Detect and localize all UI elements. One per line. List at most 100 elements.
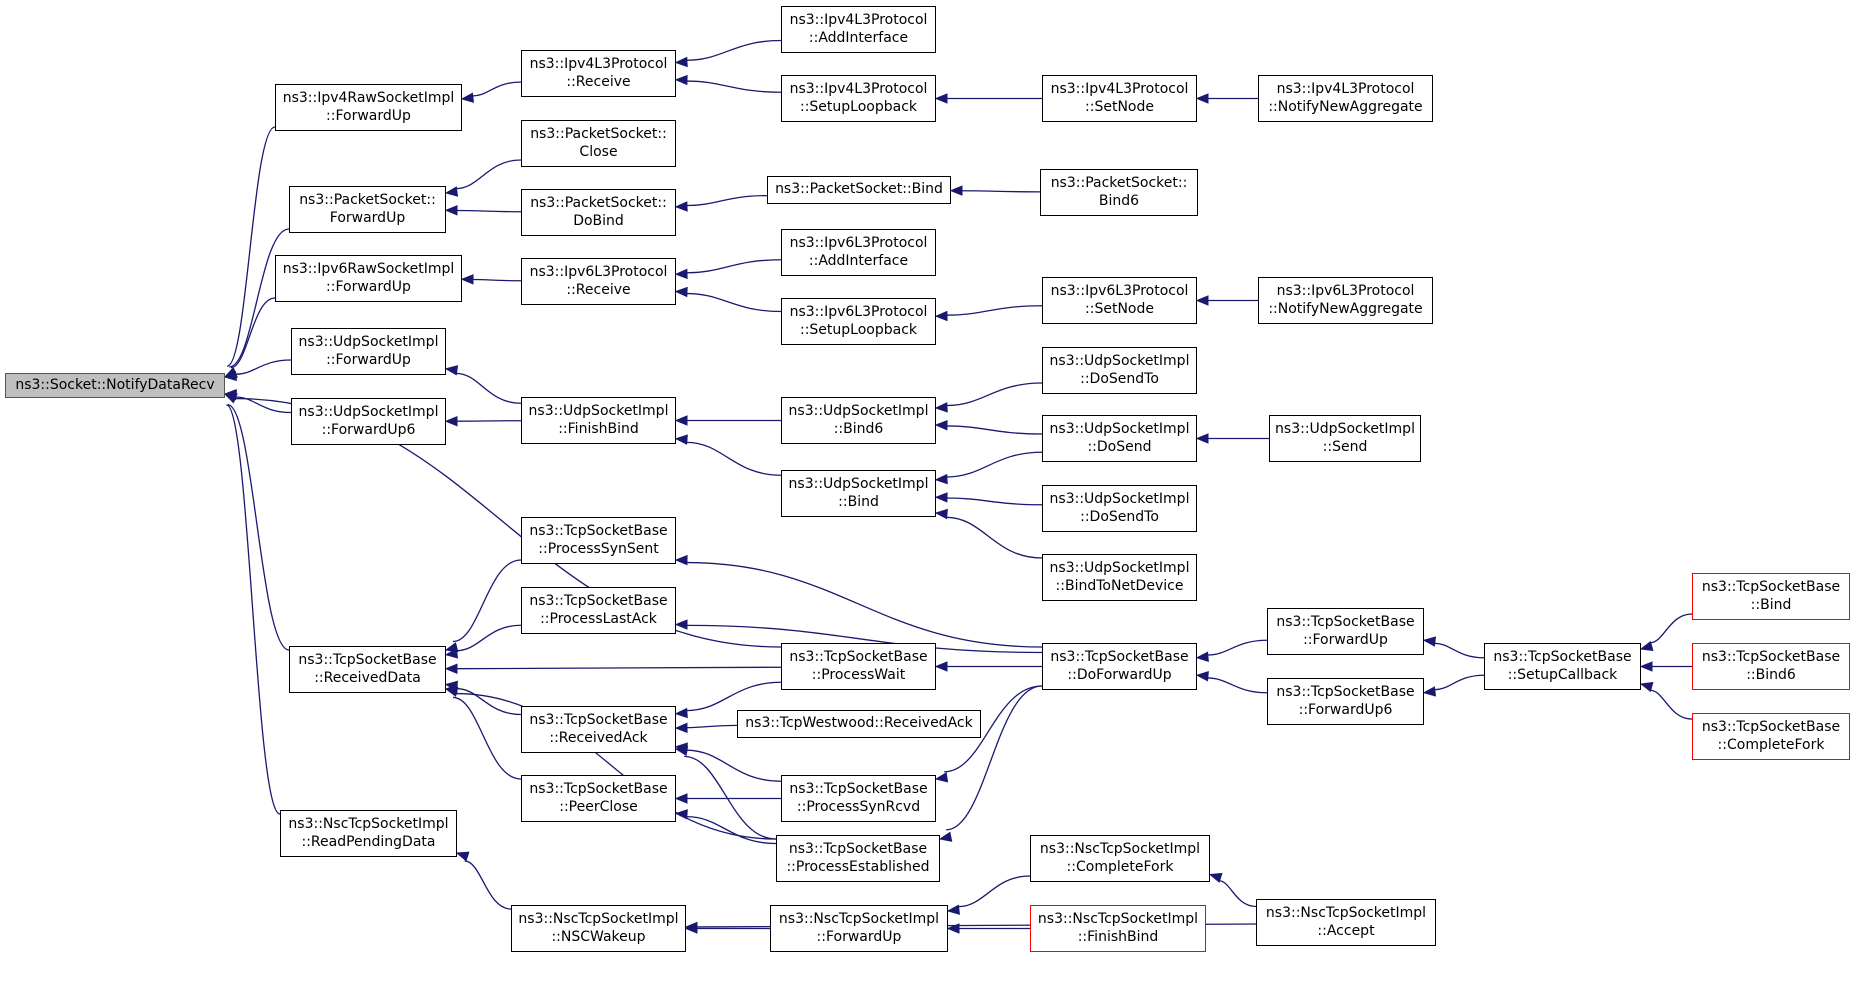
edge-tcp-synrcvd-to-tcp-peerclose [674, 793, 781, 804]
node-tcp-established[interactable]: ns3::TcpSocketBase ::ProcessEstablished [776, 835, 940, 882]
edge-nsc-accept-to-nsc-completefork [1208, 872, 1257, 908]
node-pkt-close[interactable]: ns3::PacketSocket:: Close [521, 120, 676, 167]
node-nsc-wakeup[interactable]: ns3::NscTcpSocketImpl ::NSCWakeup [511, 905, 686, 952]
node-nsc-finishbind[interactable]: ns3::NscTcpSocketImpl ::FinishBind [1030, 905, 1206, 952]
node-udp-finishbind[interactable]: ns3::UdpSocketImpl ::FinishBind [521, 397, 676, 444]
edge-udp-fwd-to-root [223, 359, 292, 382]
node-udp-send[interactable]: ns3::UdpSocketImpl ::Send [1269, 415, 1421, 462]
node-udp-dosendto-a[interactable]: ns3::UdpSocketImpl ::DoSendTo [1042, 347, 1197, 394]
node-ipv6l3-loop[interactable]: ns3::Ipv6L3Protocol ::SetupLoopback [781, 298, 936, 345]
edge-nsc-wakeup-to-nsc-readpending [455, 851, 512, 910]
edge-ipv6raw-fwd-to-root [223, 297, 276, 378]
edge-tcp-completefork-to-tcp-setupcb [1639, 681, 1693, 720]
node-tcp-wait[interactable]: ns3::TcpSocketBase ::ProcessWait [781, 643, 936, 690]
edge-ipv4l3-addif-to-ipv4l3-recv [674, 39, 782, 68]
node-tcp-recvack[interactable]: ns3::TcpSocketBase ::ReceivedAck [521, 706, 676, 753]
node-tcp-forwardup6[interactable]: ns3::TcpSocketBase ::ForwardUp6 [1267, 678, 1424, 725]
edge-udp-bind-to-udp-finishbind [674, 434, 782, 476]
edge-tcp-doforwardup-to-tcp-synrcvd [934, 685, 1043, 783]
edge-tcp-bind-to-tcp-setupcb [1639, 613, 1693, 652]
edge-ipv4raw-fwd-to-root [223, 126, 276, 378]
edge-tcp-established-to-tcp-recvack [674, 745, 777, 840]
node-ipv4l3-setnode[interactable]: ns3::Ipv4L3Protocol ::SetNode [1042, 75, 1197, 122]
edge-udp-send-to-udp-dosend [1195, 433, 1270, 444]
node-pkt-bind6[interactable]: ns3::PacketSocket:: Bind6 [1040, 169, 1198, 216]
node-tcp-lastack[interactable]: ns3::TcpSocketBase ::ProcessLastAck [521, 587, 676, 634]
node-tcp-forwardup[interactable]: ns3::TcpSocketBase ::ForwardUp [1267, 608, 1424, 655]
edge-tcp-lastack-to-tcp-recvdata [444, 624, 522, 659]
edge-udp-finishbind-to-udp-fwd6 [444, 415, 522, 427]
edge-tcp-established-to-tcp-recvdata [444, 684, 777, 840]
node-udp-bind[interactable]: ns3::UdpSocketImpl ::Bind [781, 470, 936, 517]
edge-tcp-recvdata-to-root [223, 393, 290, 651]
node-ipv4l3-notify[interactable]: ns3::Ipv4L3Protocol ::NotifyNewAggregate [1258, 75, 1433, 122]
node-ipv6l3-addif[interactable]: ns3::Ipv6L3Protocol ::AddInterface [781, 229, 936, 276]
node-westwood[interactable]: ns3::TcpWestwood::ReceivedAck [737, 710, 981, 738]
edge-ipv4l3-setnode-to-ipv4l3-loop [934, 93, 1042, 104]
edge-ipv6l3-setnode-to-ipv6l3-loop [934, 305, 1043, 322]
node-pkt-fwd[interactable]: ns3::PacketSocket:: ForwardUp [289, 186, 446, 233]
node-ipv6l3-notify[interactable]: ns3::Ipv6L3Protocol ::NotifyNewAggregate [1258, 277, 1433, 324]
node-tcp-completefork[interactable]: ns3::TcpSocketBase ::CompleteFork [1692, 713, 1850, 760]
edge-nsc-readpending-to-root [223, 393, 281, 815]
node-ipv4l3-loop[interactable]: ns3::Ipv4L3Protocol ::SetupLoopback [781, 75, 936, 122]
node-tcp-synsent[interactable]: ns3::TcpSocketBase ::ProcessSynSent [521, 517, 676, 564]
edge-tcp-wait-to-tcp-recvack [674, 681, 782, 719]
edge-westwood-to-tcp-recvack [674, 722, 738, 734]
node-udp-dosendto-b[interactable]: ns3::UdpSocketImpl ::DoSendTo [1042, 485, 1197, 532]
node-ipv4l3-addif[interactable]: ns3::Ipv4L3Protocol ::AddInterface [781, 6, 936, 53]
node-tcp-setupcb[interactable]: ns3::TcpSocketBase ::SetupCallback [1484, 643, 1641, 690]
edge-tcp-setupcb-to-tcp-forwardup [1422, 636, 1485, 659]
edge-pkt-bind6-to-pkt-bind [949, 185, 1041, 196]
edge-udp-finishbind-to-udp-fwd [444, 365, 522, 404]
edge-tcp-established-to-tcp-peerclose [674, 809, 777, 845]
node-nsc-fwd[interactable]: ns3::NscTcpSocketImpl ::ForwardUp [770, 905, 948, 952]
edge-nsc-finishbind-to-nsc-fwd [946, 923, 1030, 934]
node-ipv6l3-setnode[interactable]: ns3::Ipv6L3Protocol ::SetNode [1042, 277, 1197, 324]
node-tcp-synrcvd[interactable]: ns3::TcpSocketBase ::ProcessSynRcvd [781, 775, 936, 822]
node-udp-fwd[interactable]: ns3::UdpSocketImpl ::ForwardUp [291, 328, 446, 375]
edge-udp-dosendto-a-to-udp-bind6 [934, 382, 1043, 413]
node-udp-fwd6[interactable]: ns3::UdpSocketImpl ::ForwardUp6 [291, 398, 446, 445]
edge-nsc-completefork-to-nsc-fwd [946, 875, 1031, 915]
node-tcp-bind6[interactable]: ns3::TcpSocketBase ::Bind6 [1692, 643, 1850, 690]
edge-ipv4l3-loop-to-ipv4l3-recv [674, 74, 782, 93]
edge-tcp-doforwardup-to-tcp-lastack [674, 619, 1043, 654]
edge-tcp-doforwardup-to-tcp-synsent [674, 554, 1043, 648]
edge-tcp-doforwardup-to-tcp-wait [934, 661, 1042, 672]
node-tcp-bind[interactable]: ns3::TcpSocketBase ::Bind [1692, 573, 1850, 620]
edge-udp-dosend-to-udp-bind6 [934, 419, 1043, 435]
node-ipv4l3-recv[interactable]: ns3::Ipv4L3Protocol ::Receive [521, 50, 676, 97]
edge-udp-bindnetdev-to-udp-bind [934, 508, 1043, 559]
edge-ipv6l3-addif-to-ipv6l3-recv [674, 259, 782, 280]
edge-ipv6l3-notify-to-ipv6l3-setnode [1195, 295, 1258, 306]
edge-tcp-wait-to-tcp-recvdata [444, 663, 782, 674]
node-pkt-bind[interactable]: ns3::PacketSocket::Bind [767, 176, 951, 204]
node-nsc-readpending[interactable]: ns3::NscTcpSocketImpl ::ReadPendingData [280, 810, 457, 857]
node-udp-bindnetdev[interactable]: ns3::UdpSocketImpl ::BindToNetDevice [1042, 554, 1197, 601]
node-udp-dosend[interactable]: ns3::UdpSocketImpl ::DoSend [1042, 415, 1197, 462]
node-nsc-completefork[interactable]: ns3::NscTcpSocketImpl ::CompleteFork [1030, 835, 1210, 882]
edge-tcp-setupcb-to-tcp-forwardup6 [1422, 674, 1485, 697]
node-udp-bind6[interactable]: ns3::UdpSocketImpl ::Bind6 [781, 397, 936, 444]
edge-pkt-bind-to-pkt-dobind [674, 194, 768, 212]
node-tcp-recvdata[interactable]: ns3::TcpSocketBase ::ReceivedData [289, 646, 446, 693]
edge-nsc-fwd-to-nsc-wakeup [684, 923, 770, 934]
edge-udp-bind6-to-udp-finishbind [674, 415, 782, 426]
node-nsc-accept[interactable]: ns3::NscTcpSocketImpl ::Accept [1256, 899, 1436, 946]
node-root[interactable]: ns3::Socket::NotifyDataRecv [5, 373, 225, 398]
edge-ipv6l3-recv-to-ipv6raw-fwd [460, 274, 522, 285]
edge-ipv4l3-notify-to-ipv4l3-setnode [1195, 93, 1258, 104]
node-tcp-peerclose[interactable]: ns3::TcpSocketBase ::PeerClose [521, 775, 676, 822]
edge-ipv4l3-recv-to-ipv4raw-fwd [460, 81, 522, 103]
edge-ipv6l3-loop-to-ipv6l3-recv [674, 286, 782, 313]
node-ipv6raw-fwd[interactable]: ns3::Ipv6RawSocketImpl ::ForwardUp [275, 255, 462, 302]
node-pkt-dobind[interactable]: ns3::PacketSocket:: DoBind [521, 189, 676, 236]
node-ipv4raw-fwd[interactable]: ns3::Ipv4RawSocketImpl ::ForwardUp [275, 84, 462, 131]
node-ipv6l3-recv[interactable]: ns3::Ipv6L3Protocol ::Receive [521, 258, 676, 305]
node-tcp-doforwardup[interactable]: ns3::TcpSocketBase ::DoForwardUp [1042, 643, 1197, 690]
edge-tcp-forwardup6-to-tcp-doforwardup [1195, 670, 1268, 694]
edge-tcp-forwardup-to-tcp-doforwardup [1195, 639, 1268, 663]
